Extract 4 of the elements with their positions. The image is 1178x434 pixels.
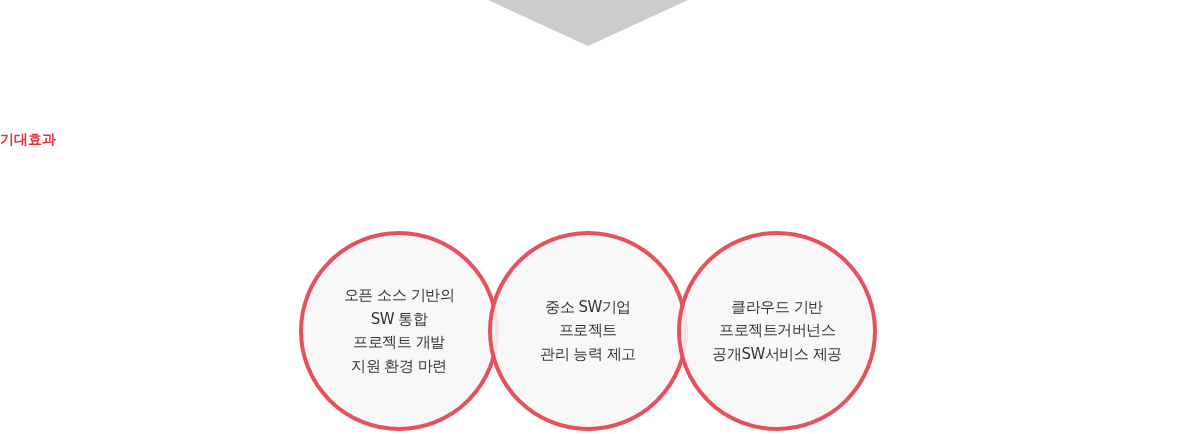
node-text: 클라우드 기반 프로젝트거버넌스 공개SW서비스 제공 — [712, 296, 842, 365]
node-text: 중소 SW기업 프로젝트 관리 능력 제고 — [540, 296, 636, 365]
section-title: 기대효과 — [0, 131, 56, 149]
node-text: 오픈 소스 기반의 SW 통합 프로젝트 개발 지원 환경 마련 — [343, 285, 454, 377]
